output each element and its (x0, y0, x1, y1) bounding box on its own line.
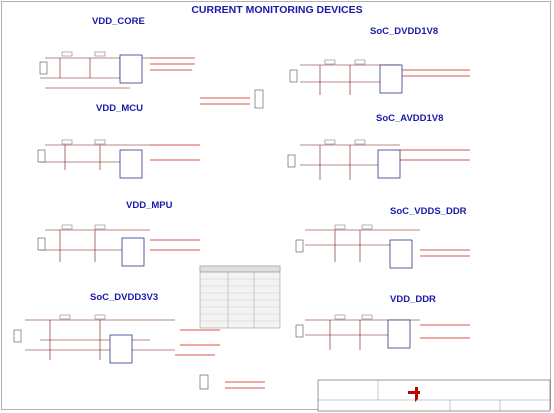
sheet-title: CURRENT MONITORING DEVICES (191, 4, 363, 16)
ti-logo-icon (408, 387, 420, 402)
section-title-vdd-mcu: VDD_MCU (96, 103, 143, 114)
section-title-vdd-ddr: VDD_DDR (390, 294, 436, 305)
section-title-soc-avdd1v8: SoC_AVDD1V8 (376, 113, 444, 124)
title-block (317, 379, 551, 412)
section-title-vdd-core: VDD_CORE (92, 16, 145, 27)
section-title-vdd-mpu: VDD_MPU (126, 200, 173, 211)
section-title-soc-dvdd3v3: SoC_DVDD3V3 (90, 292, 159, 303)
section-title-soc-dvdd1v8: SoC_DVDD1V8 (370, 26, 439, 37)
power-rail-table (199, 265, 281, 329)
section-title-soc-vdds-ddr: SoC_VDDS_DDR (390, 206, 467, 217)
